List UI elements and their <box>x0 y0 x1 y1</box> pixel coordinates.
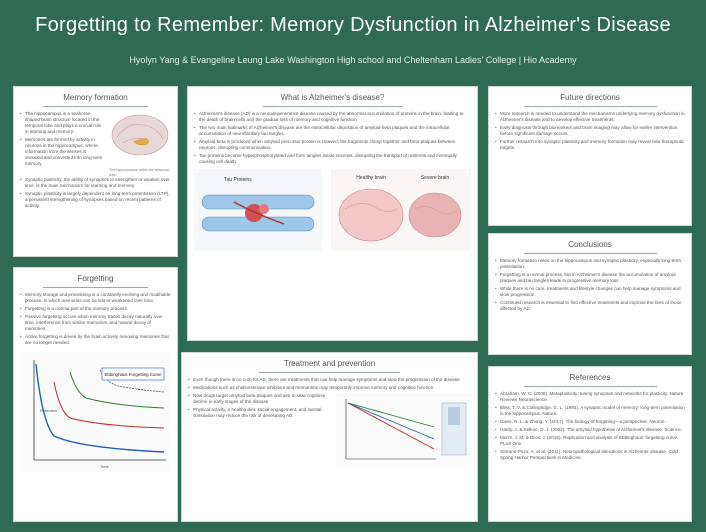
list-item: Serrano-Pozo, A. et al. (2011). Neuropat… <box>495 449 685 461</box>
list-item: Medications such as cholinesterase inhib… <box>188 385 471 391</box>
list-item: Memories are formed by activity in neuro… <box>20 137 105 167</box>
poster-title: Forgetting to Remember: Memory Dysfuncti… <box>35 14 671 36</box>
hippocampus-brain-figure <box>111 114 169 156</box>
list-item: Synaptic plasticity, the ability of syna… <box>20 177 171 189</box>
list-item: The hippocampus is a seahorse-shaped bra… <box>20 111 105 135</box>
list-item: Even though there is no cure for AD, the… <box>188 377 471 383</box>
figure-caption: The hippocampus within the temporal lobe <box>109 168 169 177</box>
conclusions-title: Conclusions <box>568 240 612 249</box>
y-axis-label: Retention <box>40 408 57 413</box>
treatment-panel: Treatment and prevention Even though the… <box>181 352 478 522</box>
list-item: Memory storage and processing is a const… <box>20 292 171 304</box>
divider <box>263 106 402 107</box>
forgetting-title: Forgetting <box>77 274 114 283</box>
divider <box>258 372 401 373</box>
list-item: Abraham, W. C. (2008). Metaplasticity: t… <box>495 391 685 403</box>
list-item: Bliss, T. V. & Collingridge, G. L. (1993… <box>495 405 685 417</box>
treatment-progression-chart <box>336 393 471 465</box>
divider <box>523 253 657 254</box>
list-item: While there is no cure, treatments and l… <box>495 286 685 298</box>
list-item: Amyloid beta is produced when amyloid pr… <box>194 139 471 151</box>
list-item: Murre, J. M. & Dros, J. (2015). Replicat… <box>495 435 685 447</box>
divider <box>42 287 149 288</box>
tau-label: Tau Proteins <box>224 177 252 183</box>
list-item: Synaptic plasticity is largely dependent… <box>20 191 171 209</box>
list-item: Active forgetting is driven by the brain… <box>20 334 171 346</box>
list-item: Passive forgetting occurs when memory tr… <box>20 314 171 332</box>
treatment-title: Treatment and prevention <box>283 359 376 368</box>
list-item: The two main hallmarks of Alzheimer's di… <box>194 125 471 137</box>
list-item: More research is needed to understand th… <box>495 111 685 123</box>
divider <box>42 106 149 107</box>
list-item: Continued research is essential to find … <box>495 300 685 312</box>
alzheimers-title: What is Alzheimer's disease? <box>280 93 385 102</box>
conclusions-panel: Conclusions Memory formation relies on t… <box>488 233 692 355</box>
x-axis-label: Time <box>100 464 110 469</box>
references-title: References <box>569 373 611 382</box>
poster-authors: Hyolyn Yang & Evangeline Leung Lake Wash… <box>129 55 577 65</box>
brain-comparison-figure: Healthy brain Severe brain <box>331 169 471 251</box>
memory-formation-panel: Memory formation The hippocampus is a se… <box>13 86 178 257</box>
tau-proteins-figure: Tau Proteins <box>194 169 322 251</box>
list-item: Forgetting is a normal part of the memor… <box>20 306 171 312</box>
memory-formation-title: Memory formation <box>63 93 128 102</box>
references-panel: References Abraham, W. C. (2008). Metapl… <box>488 366 692 522</box>
future-directions-panel: Future directions More research is neede… <box>488 86 692 226</box>
list-item: Further research into synaptic plasticit… <box>495 139 685 151</box>
divider <box>523 106 657 107</box>
list-item: Davis, R. L. & Zhong, Y. (2017). The bio… <box>495 419 685 425</box>
list-item: Physical activity, a healthy diet, socia… <box>188 407 328 419</box>
future-title: Future directions <box>560 93 620 102</box>
alzheimers-panel: What is Alzheimer's disease? Alzheimer's… <box>187 86 478 341</box>
list-item: Alzheimer's disease (AD) is a neurodegen… <box>194 111 471 123</box>
healthy-label: Healthy brain <box>356 175 386 181</box>
list-item: Early diagnosis through biomarkers and b… <box>495 125 685 137</box>
divider <box>523 386 657 387</box>
list-item: New drugs target amyloid beta plaques an… <box>188 393 328 405</box>
forgetting-curve-chart: Ebbinghaus Forgetting Curve Retention Ti… <box>20 352 170 472</box>
list-item: Tau proteins become hyperphosphorylated … <box>194 153 471 165</box>
severe-label: Severe brain <box>421 175 450 181</box>
forgetting-panel: Forgetting Memory storage and processing… <box>13 267 178 522</box>
list-item: Hardy, J. & Selkoe, D. J. (2002). The am… <box>495 427 685 433</box>
list-item: Memory formation relies on the hippocamp… <box>495 258 685 270</box>
list-item: Forgetting is a normal process, but in A… <box>495 272 685 284</box>
chart-title: Ebbinghaus Forgetting Curve <box>104 372 162 377</box>
